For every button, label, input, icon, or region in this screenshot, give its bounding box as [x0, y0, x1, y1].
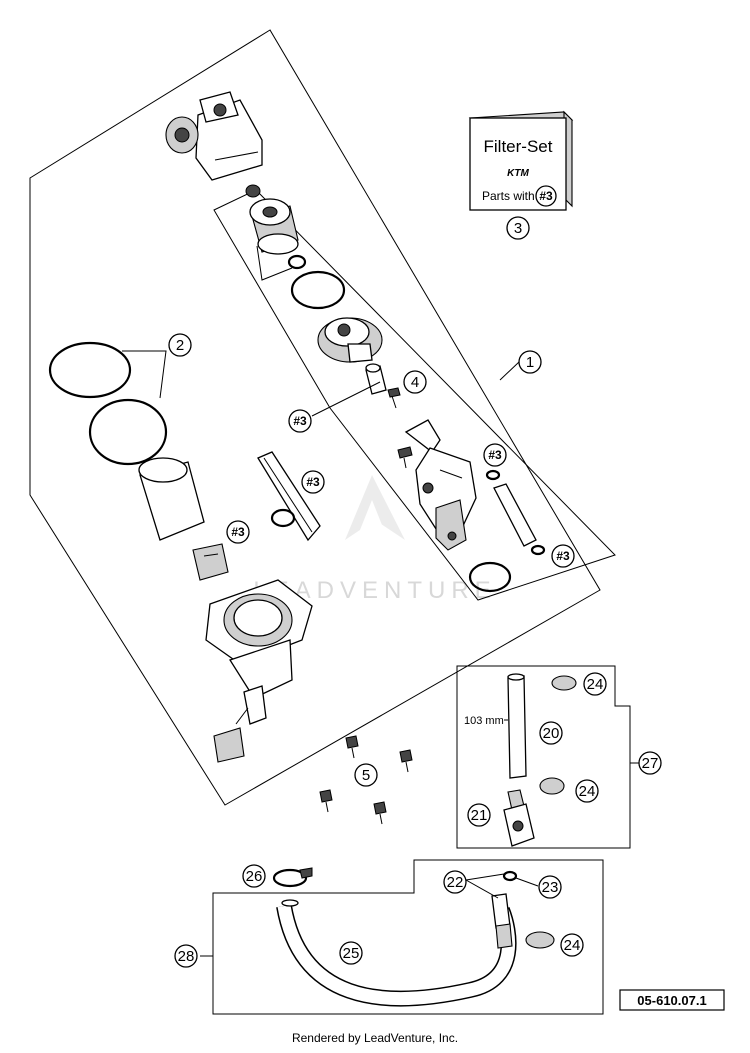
- clamp-part: [270, 508, 296, 528]
- pump-flange-part: [205, 579, 313, 763]
- bolt-part: [399, 749, 413, 773]
- callout-25[interactable]: 25: [339, 941, 363, 965]
- hose-kit-frame: [456, 665, 631, 849]
- leader-line: [122, 350, 167, 399]
- leader-line: [311, 381, 381, 417]
- callout-28[interactable]: 28: [174, 944, 198, 968]
- callout-5[interactable]: 5: [354, 763, 378, 787]
- callout-21[interactable]: 21: [467, 803, 491, 827]
- filter-sheet-part: [257, 451, 321, 542]
- svg-text:#3: #3: [488, 448, 502, 462]
- hose-clamp-part: [272, 867, 313, 888]
- fuel-pump-group-frame: [29, 29, 601, 806]
- fuel-hose-part: [507, 673, 527, 779]
- leader-line: [256, 245, 293, 281]
- hose-clamp-part: [551, 675, 577, 691]
- o-ring-part: [502, 870, 518, 882]
- kit-ref-3[interactable]: #3: [301, 470, 325, 494]
- screw-part: [387, 387, 401, 409]
- svg-text:22: 22: [447, 874, 464, 891]
- tube-piece-part: [365, 363, 387, 395]
- pump-o-ring-part: [468, 561, 512, 593]
- spring-part: [245, 184, 261, 198]
- svg-text:24: 24: [564, 937, 581, 954]
- svg-text:5: 5: [362, 767, 370, 784]
- callout-22[interactable]: 22: [443, 870, 467, 894]
- svg-text:26: 26: [246, 868, 263, 885]
- callout-1[interactable]: 1: [518, 350, 542, 374]
- kit-ref-3[interactable]: #3: [551, 544, 575, 568]
- large-o-ring-part: [290, 270, 346, 310]
- svg-text:2: 2: [176, 337, 184, 354]
- leader-line: [499, 361, 520, 381]
- svg-text:4: 4: [411, 374, 419, 391]
- hose-length-label: 103 mm: [464, 715, 504, 727]
- render-credit: Rendered by LeadVenture, Inc.: [291, 1031, 459, 1045]
- svg-text:3: 3: [514, 220, 522, 237]
- kit-ref-3[interactable]: #3: [226, 520, 250, 544]
- screw-part: [397, 446, 413, 469]
- parts-with-label: Parts with: [482, 189, 535, 203]
- small-o-ring-part: [530, 544, 546, 556]
- callout-24[interactable]: 24: [575, 779, 599, 803]
- callout-24[interactable]: 24: [583, 672, 607, 696]
- fuel-line-frame: [212, 859, 604, 1015]
- bolt-part: [345, 735, 359, 759]
- svg-text:#3: #3: [231, 525, 245, 539]
- watermark-logo: [345, 475, 405, 540]
- callout-26[interactable]: 26: [242, 864, 266, 888]
- curved-fuel-hose-part: [276, 899, 517, 1007]
- svg-text:25: 25: [343, 945, 360, 962]
- kit-ref-label: #3: [539, 189, 553, 203]
- small-o-ring-part: [287, 254, 307, 270]
- callout-23[interactable]: 23: [538, 875, 562, 899]
- callout-27[interactable]: 27: [638, 751, 662, 775]
- svg-text:23: 23: [542, 879, 559, 896]
- svg-text:#3: #3: [306, 475, 320, 489]
- callout-3[interactable]: 3: [506, 216, 530, 240]
- filter-set-title: Filter-Set: [484, 137, 553, 156]
- hose-clamp-part: [525, 931, 555, 949]
- callout-2[interactable]: 2: [168, 333, 192, 357]
- svg-text:24: 24: [587, 676, 604, 693]
- diagram-code-box: 05-610.07.1: [619, 989, 725, 1011]
- kit-ref-3[interactable]: #3: [483, 443, 507, 467]
- connecting-tube-part: [493, 483, 537, 547]
- callout-4[interactable]: 4: [403, 370, 427, 394]
- diagram-code: 05-610.07.1: [637, 993, 706, 1008]
- svg-text:24: 24: [579, 783, 596, 800]
- fuel-pump-body-part: [404, 419, 477, 551]
- callout-24[interactable]: 24: [560, 933, 584, 957]
- holder-part: [192, 543, 229, 581]
- pressure-regulator-part: [317, 317, 383, 363]
- tank-o-ring-part: [88, 398, 168, 466]
- quick-connector-part: [503, 789, 535, 847]
- leader-line: [465, 873, 539, 899]
- pump-head-part: [165, 91, 263, 181]
- exploded-parts-diagram: LEADVENTURE: [29, 29, 725, 1015]
- filter-set-box: Filter-Set KTM Parts with #3: [468, 110, 574, 211]
- svg-text:20: 20: [543, 725, 560, 742]
- hose-clamp-part: [539, 777, 565, 795]
- straight-connector-part: [491, 893, 513, 949]
- svg-text:#3: #3: [556, 549, 570, 563]
- tank-o-ring-part: [48, 341, 132, 399]
- small-o-ring-part: [485, 469, 501, 481]
- filter-sleeve-part: [138, 457, 205, 541]
- callout-20[interactable]: 20: [539, 721, 563, 745]
- kit-ref-3[interactable]: #3: [288, 409, 312, 433]
- bolt-part: [319, 789, 333, 813]
- ktm-logo: KTM: [507, 168, 529, 179]
- svg-text:28: 28: [178, 948, 195, 965]
- svg-text:#3: #3: [293, 414, 307, 428]
- bolt-part: [373, 801, 387, 825]
- svg-text:21: 21: [471, 807, 488, 824]
- svg-text:27: 27: [642, 755, 659, 772]
- fuel-filter-part: [249, 198, 299, 255]
- svg-text:1: 1: [526, 354, 534, 371]
